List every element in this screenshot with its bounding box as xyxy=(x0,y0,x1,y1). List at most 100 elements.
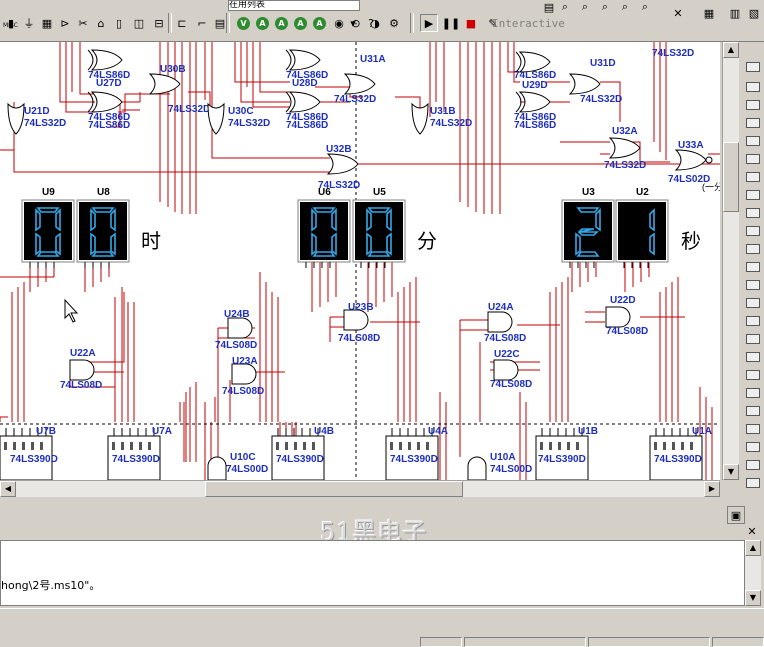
voltmeter-probe-icon[interactable]: V xyxy=(237,17,250,30)
horizontal-scrollbar[interactable]: ◀ ▶ xyxy=(0,480,720,497)
interactive-mode-icon[interactable]: ✎ xyxy=(488,16,498,30)
vertical-scroll-thumb[interactable] xyxy=(723,142,739,212)
or-gate-vertical-symbol[interactable] xyxy=(207,102,225,135)
place-basic-icon[interactable]: ⏚ xyxy=(23,17,35,30)
nor-gate-symbol[interactable] xyxy=(674,149,707,171)
toolbar-extra-icon-3[interactable]: ▧ xyxy=(748,6,760,20)
four-channel-scope-icon[interactable] xyxy=(746,136,760,146)
measurement-probe-icon[interactable] xyxy=(746,424,760,434)
xor-gate-symbol[interactable] xyxy=(288,49,321,71)
window-close-icon[interactable]: ✕ xyxy=(673,6,683,20)
simulation-mode-label[interactable]: Interactive xyxy=(492,17,565,30)
spectrum-analyzer-icon[interactable] xyxy=(746,280,760,290)
pause-button-icon[interactable]: ❚❚ xyxy=(441,16,461,30)
wattmeter-icon[interactable] xyxy=(746,100,760,110)
or-gate-symbol[interactable] xyxy=(326,153,359,175)
nand-gate-symbol[interactable] xyxy=(467,456,487,480)
counter-ic-body[interactable] xyxy=(0,435,53,480)
frequency-counter-icon[interactable] xyxy=(746,172,760,182)
run-button-icon[interactable]: ▶ xyxy=(420,14,438,32)
output-scroll-down-icon[interactable]: ▼ xyxy=(745,590,761,606)
probe-options-icon[interactable]: ◑ xyxy=(370,16,380,30)
agilent-multimeter-icon[interactable] xyxy=(746,334,760,344)
ammeter-probe-icon-2[interactable]: A xyxy=(275,17,288,30)
counter-ic-body[interactable] xyxy=(385,435,439,480)
probe-gear-icon[interactable]: ⚙ xyxy=(389,16,399,30)
logic-converter-icon[interactable] xyxy=(746,226,760,236)
zoom-in-icon[interactable]: ⌕ xyxy=(581,0,589,13)
oscilloscope-icon[interactable] xyxy=(746,118,760,128)
combo-dropdown-icon[interactable]: ▾ xyxy=(350,16,356,30)
distortion-analyzer-icon[interactable] xyxy=(746,262,760,272)
place-indicator-icon[interactable]: ◫ xyxy=(133,16,145,30)
agilent-scope-icon[interactable] xyxy=(746,352,760,362)
hierarchy-icon[interactable]: ⌐ xyxy=(197,16,207,30)
horizontal-scroll-thumb[interactable] xyxy=(205,481,463,497)
word-generator-icon[interactable] xyxy=(746,190,760,200)
scroll-left-icon[interactable]: ◀ xyxy=(0,481,16,497)
ammeter-probe-icon-4[interactable]: A xyxy=(313,17,326,30)
scroll-right-icon[interactable]: ▶ xyxy=(704,481,720,497)
grapher-icon[interactable]: ▤ xyxy=(543,0,555,14)
current-probe-icon[interactable] xyxy=(746,406,760,416)
multimeter-icon[interactable] xyxy=(746,62,760,72)
in-use-list-combo[interactable]: 在用列表 xyxy=(228,0,360,11)
zoom-page-icon[interactable]: ⌕ xyxy=(641,0,649,13)
counter-ic-body[interactable] xyxy=(271,435,325,480)
vertical-scrollbar[interactable]: ▲ ▼ xyxy=(722,42,739,480)
or-gate-symbol[interactable] xyxy=(568,73,601,95)
instrument-extra-icon-3[interactable] xyxy=(746,478,760,488)
panel-close-icon[interactable]: ✕ xyxy=(747,524,757,538)
or-gate-symbol[interactable] xyxy=(343,73,376,95)
xor-gate-symbol[interactable] xyxy=(90,49,123,71)
place-ttl-icon[interactable]: ⌂ xyxy=(97,16,105,30)
and-gate-symbol[interactable] xyxy=(605,306,631,328)
in-use-list-icon[interactable]: ▤ xyxy=(214,16,226,30)
scroll-down-icon[interactable]: ▼ xyxy=(723,464,739,480)
agilent-generator-icon[interactable] xyxy=(746,316,760,326)
probe-settings-icon[interactable]: ◉ xyxy=(334,16,344,30)
place-transistor-icon[interactable]: ✂ xyxy=(78,16,88,30)
and-gate-symbol[interactable] xyxy=(487,311,513,333)
or-gate-symbol[interactable] xyxy=(148,73,181,95)
xor-gate-symbol[interactable] xyxy=(288,91,321,113)
help-icon[interactable]: ? xyxy=(368,16,374,30)
counter-ic-body[interactable] xyxy=(649,435,703,480)
toolbar-extra-icon-2[interactable]: ▥ xyxy=(729,6,741,20)
place-diode-icon[interactable]: ⊳ xyxy=(60,16,70,30)
counter-ic-body[interactable] xyxy=(107,435,161,480)
or-gate-symbol[interactable] xyxy=(608,137,641,159)
xor-gate-symbol[interactable] xyxy=(90,91,123,113)
scroll-up-icon[interactable]: ▲ xyxy=(723,42,739,58)
reference-probe-icon[interactable]: ⊙ xyxy=(351,16,361,30)
output-scrollbar[interactable]: ▲ ▼ xyxy=(745,540,761,606)
and-gate-symbol[interactable] xyxy=(227,317,253,339)
seven-segment-display[interactable] xyxy=(618,202,666,260)
iv-analyzer-icon[interactable] xyxy=(746,244,760,254)
bode-plotter-icon[interactable] xyxy=(746,154,760,164)
and-gate-symbol[interactable] xyxy=(493,359,519,381)
or-gate-vertical-symbol[interactable] xyxy=(7,102,25,135)
place-source-icon[interactable]: ▦ xyxy=(41,16,53,30)
instrument-extra-icon-2[interactable] xyxy=(746,460,760,470)
place-cmos-icon[interactable]: ▯ xyxy=(115,16,123,30)
zoom-area-icon[interactable]: ⌕ xyxy=(601,0,609,13)
zoom-fit-icon[interactable]: ⌕ xyxy=(621,0,629,13)
ammeter-probe-icon[interactable]: A xyxy=(256,17,269,30)
network-analyzer-icon[interactable] xyxy=(746,298,760,308)
and-gate-symbol[interactable] xyxy=(231,363,257,385)
output-scroll-up-icon[interactable]: ▲ xyxy=(745,540,761,556)
toolbar-extra-icon[interactable]: ▦ xyxy=(703,6,715,20)
nand-gate-symbol[interactable] xyxy=(207,456,227,480)
ammeter-probe-icon-3[interactable]: A xyxy=(294,17,307,30)
and-gate-symbol[interactable] xyxy=(343,309,369,331)
xor-gate-symbol[interactable] xyxy=(518,51,551,73)
output-log-panel[interactable]: hong\2号.ms10"。 xyxy=(0,540,745,606)
function-generator-icon[interactable] xyxy=(746,82,760,92)
stop-button-icon[interactable]: ■ xyxy=(465,16,477,30)
labview-icon[interactable] xyxy=(746,388,760,398)
place-misc-icon[interactable]: ⊟ xyxy=(154,16,164,30)
bus-icon[interactable]: ⊏ xyxy=(177,16,187,30)
counter-ic-body[interactable] xyxy=(535,435,589,480)
